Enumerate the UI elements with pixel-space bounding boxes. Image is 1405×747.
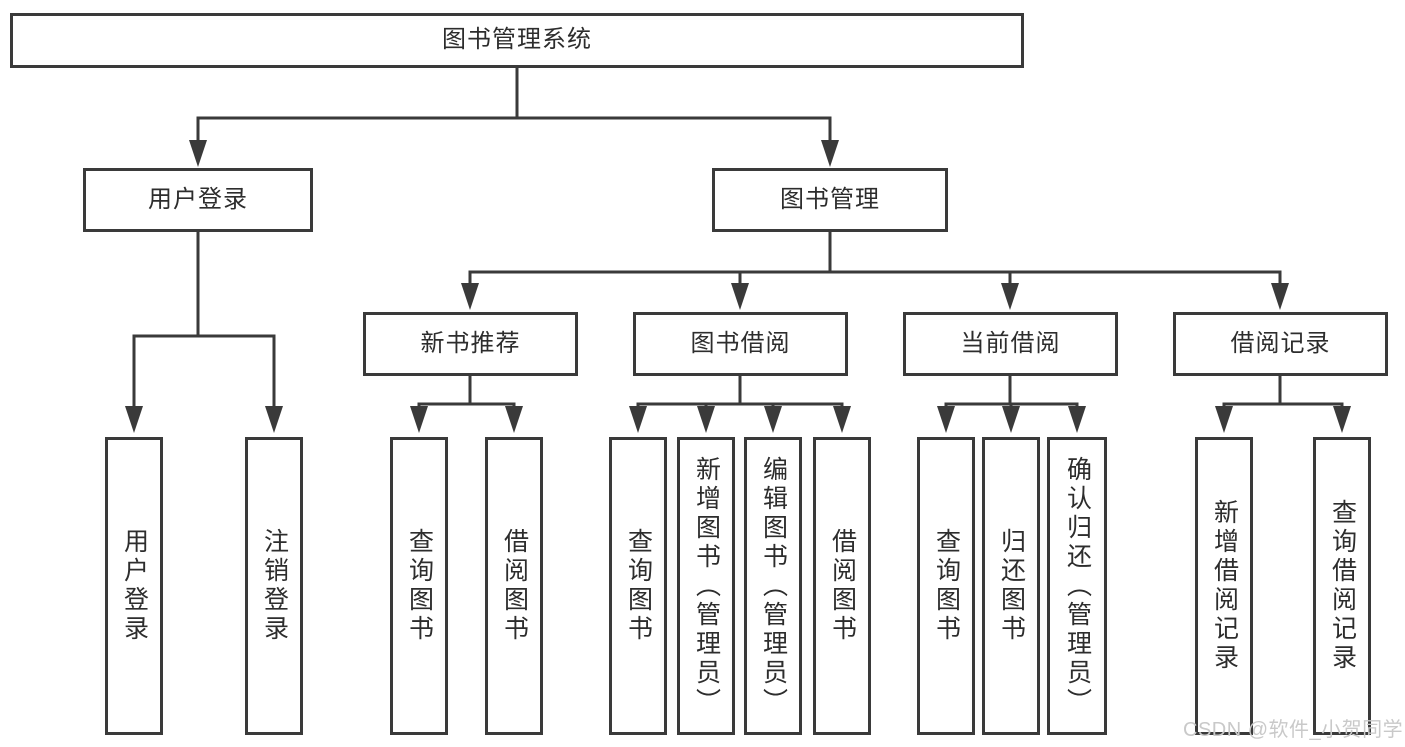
node-leaf-edit-books-admin: 编辑图书（管理员） <box>744 437 802 735</box>
connector-user-login-branch <box>132 232 276 408</box>
node-leaf-query-books-current: 查询图书 <box>917 437 975 735</box>
node-leaf-logout-label: 注销登录 <box>260 528 289 644</box>
arrow-icon <box>629 406 647 433</box>
node-leaf-borrow-books-recommend: 借阅图书 <box>485 437 543 735</box>
arrow-icon <box>821 140 839 167</box>
node-leaf-query-books-recommend-label: 查询图书 <box>405 528 434 644</box>
node-leaf-edit-books-admin-label: 编辑图书（管理员） <box>759 455 788 717</box>
node-book-borrowing-label: 图书借阅 <box>690 329 791 357</box>
node-leaf-borrow-books-borrowing-label: 借阅图书 <box>828 528 857 644</box>
node-leaf-confirm-return-admin-label: 确认归还（管理员） <box>1063 455 1092 717</box>
node-borrowing-records: 借阅记录 <box>1173 312 1388 376</box>
node-leaf-borrow-books-borrowing: 借阅图书 <box>813 437 871 735</box>
arrow-icon <box>1333 406 1351 433</box>
node-current-borrowing: 当前借阅 <box>903 312 1118 376</box>
arrow-icon <box>410 406 428 433</box>
node-library-system-label: 图书管理系统 <box>442 26 592 54</box>
node-leaf-add-books-admin: 新增图书（管理员） <box>677 437 735 735</box>
node-book-borrowing: 图书借阅 <box>633 312 848 376</box>
node-leaf-query-borrow-record: 查询借阅记录 <box>1313 437 1371 735</box>
node-leaf-confirm-return-admin: 确认归还（管理员） <box>1047 437 1107 735</box>
arrow-icon <box>461 283 479 310</box>
node-library-system: 图书管理系统 <box>10 13 1024 68</box>
node-leaf-query-borrow-record-label: 查询借阅记录 <box>1328 499 1357 673</box>
arrow-icon <box>731 283 749 310</box>
arrow-icon <box>1002 406 1020 433</box>
arrow-icon <box>189 140 207 167</box>
node-user-login-label: 用户登录 <box>148 185 248 213</box>
node-leaf-query-books-borrowing-label: 查询图书 <box>624 528 653 644</box>
arrow-icon <box>505 406 523 433</box>
connector-root-to-level2 <box>196 68 832 142</box>
node-user-login: 用户登录 <box>83 168 313 232</box>
connector-new-book-branch <box>417 376 516 408</box>
arrow-icon <box>697 406 715 433</box>
node-leaf-add-borrow-record-label: 新增借阅记录 <box>1210 499 1239 673</box>
node-leaf-logout: 注销登录 <box>245 437 303 735</box>
connector-borrow-record-branch <box>1222 376 1344 408</box>
node-leaf-query-books-recommend: 查询图书 <box>390 437 448 735</box>
node-leaf-user-login-label: 用户登录 <box>120 528 149 644</box>
arrow-icon <box>125 406 143 433</box>
arrow-icon <box>1001 283 1019 310</box>
arrow-icon <box>265 406 283 433</box>
node-new-book-recommend: 新书推荐 <box>363 312 578 376</box>
arrow-icon <box>1068 406 1086 433</box>
node-new-book-recommend-label: 新书推荐 <box>420 329 521 357</box>
arrow-icon <box>937 406 955 433</box>
node-leaf-add-books-admin-label: 新增图书（管理员） <box>692 455 721 717</box>
node-book-management-label: 图书管理 <box>780 185 880 213</box>
arrowheads <box>125 140 1351 433</box>
connector-current-borrow-branch <box>944 376 1079 408</box>
arrow-icon <box>1215 406 1233 433</box>
node-leaf-user-login: 用户登录 <box>105 437 163 735</box>
node-leaf-query-books-current-label: 查询图书 <box>932 528 961 644</box>
node-current-borrowing-label: 当前借阅 <box>960 329 1061 357</box>
arrow-icon <box>764 406 782 433</box>
node-leaf-return-books: 归还图书 <box>982 437 1040 735</box>
arrow-icon <box>833 406 851 433</box>
node-book-management: 图书管理 <box>712 168 948 232</box>
node-leaf-query-books-borrowing: 查询图书 <box>609 437 667 735</box>
arrow-icon <box>1271 283 1289 310</box>
connector-book-mgmt-branch <box>468 232 1282 285</box>
node-leaf-add-borrow-record: 新增借阅记录 <box>1195 437 1253 735</box>
connector-book-borrow-branch <box>636 376 844 408</box>
watermark-text: CSDN @软件_小贺同学 <box>1183 719 1404 741</box>
node-leaf-return-books-label: 归还图书 <box>997 528 1026 644</box>
node-borrowing-records-label: 借阅记录 <box>1230 329 1331 357</box>
node-leaf-borrow-books-recommend-label: 借阅图书 <box>500 528 529 644</box>
